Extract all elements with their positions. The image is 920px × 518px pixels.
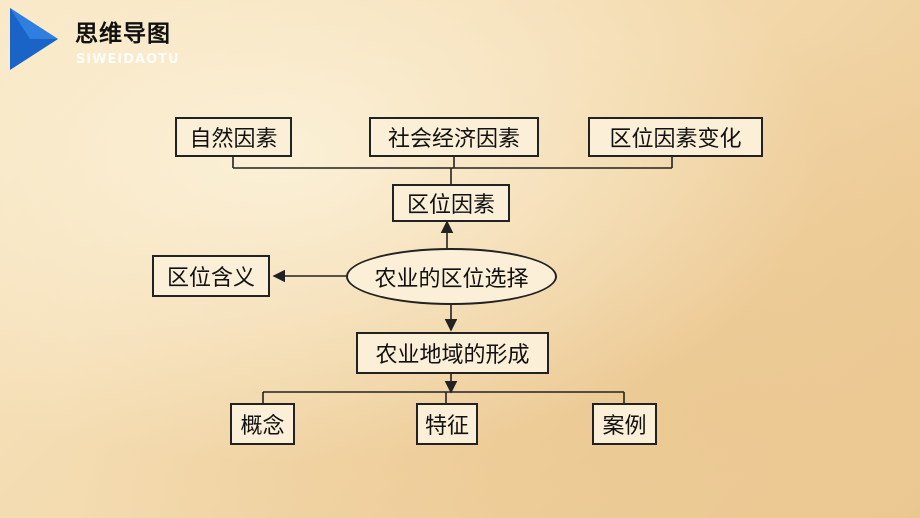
node-natural-factors: 自然因素 [175,117,292,157]
node-concept: 概念 [230,403,295,445]
node-feature: 特征 [416,403,478,445]
node-agricultural-region-formation: 农业地域的形成 [356,332,549,374]
node-case: 案例 [592,403,657,445]
page-subtitle: SIWEIDAOTU [76,52,180,67]
node-location-factor-change: 区位因素变化 [588,117,763,157]
node-socioeconomic-factors: 社会经济因素 [369,117,539,157]
node-location-meaning: 区位含义 [152,255,270,297]
page-title: 思维导图 [75,21,171,47]
node-center-agricultural-location: 农业的区位选择 [346,248,557,305]
node-location-factors: 区位因素 [392,184,510,222]
play-triangle-icon [10,8,58,70]
